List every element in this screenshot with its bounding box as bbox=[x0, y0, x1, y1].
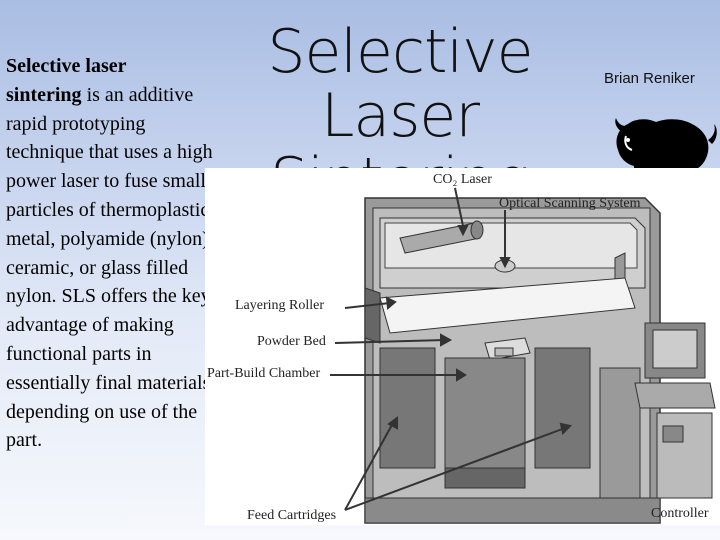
title-line-1: Selective Laser bbox=[267, 17, 533, 151]
author-name: Brian Reniker bbox=[604, 70, 695, 87]
label-co2-laser: CO₂ Laser bbox=[433, 172, 492, 187]
label-feed-cartridges: Feed Cartridges bbox=[247, 508, 337, 523]
description-text: Selective laser sintering is an additive … bbox=[6, 52, 226, 455]
bison-icon bbox=[615, 118, 717, 178]
label-part-build-chamber: Part-Build Chamber bbox=[207, 366, 321, 381]
sls-machine-diagram: CO₂ Laser Optical Scanning System Layeri… bbox=[205, 168, 720, 525]
sls-machine-illustration bbox=[330, 187, 716, 524]
label-controller: Controller bbox=[651, 506, 709, 521]
label-layering-roller: Layering Roller bbox=[235, 298, 325, 313]
label-powder-bed: Powder Bed bbox=[257, 334, 326, 349]
description-bold-1: Selective laser bbox=[6, 55, 127, 77]
description-body: is an additive rapid prototyping techniq… bbox=[6, 83, 216, 452]
description-bold-2: sintering bbox=[6, 83, 82, 106]
label-optical-scanning-system: Optical Scanning System bbox=[499, 196, 641, 211]
